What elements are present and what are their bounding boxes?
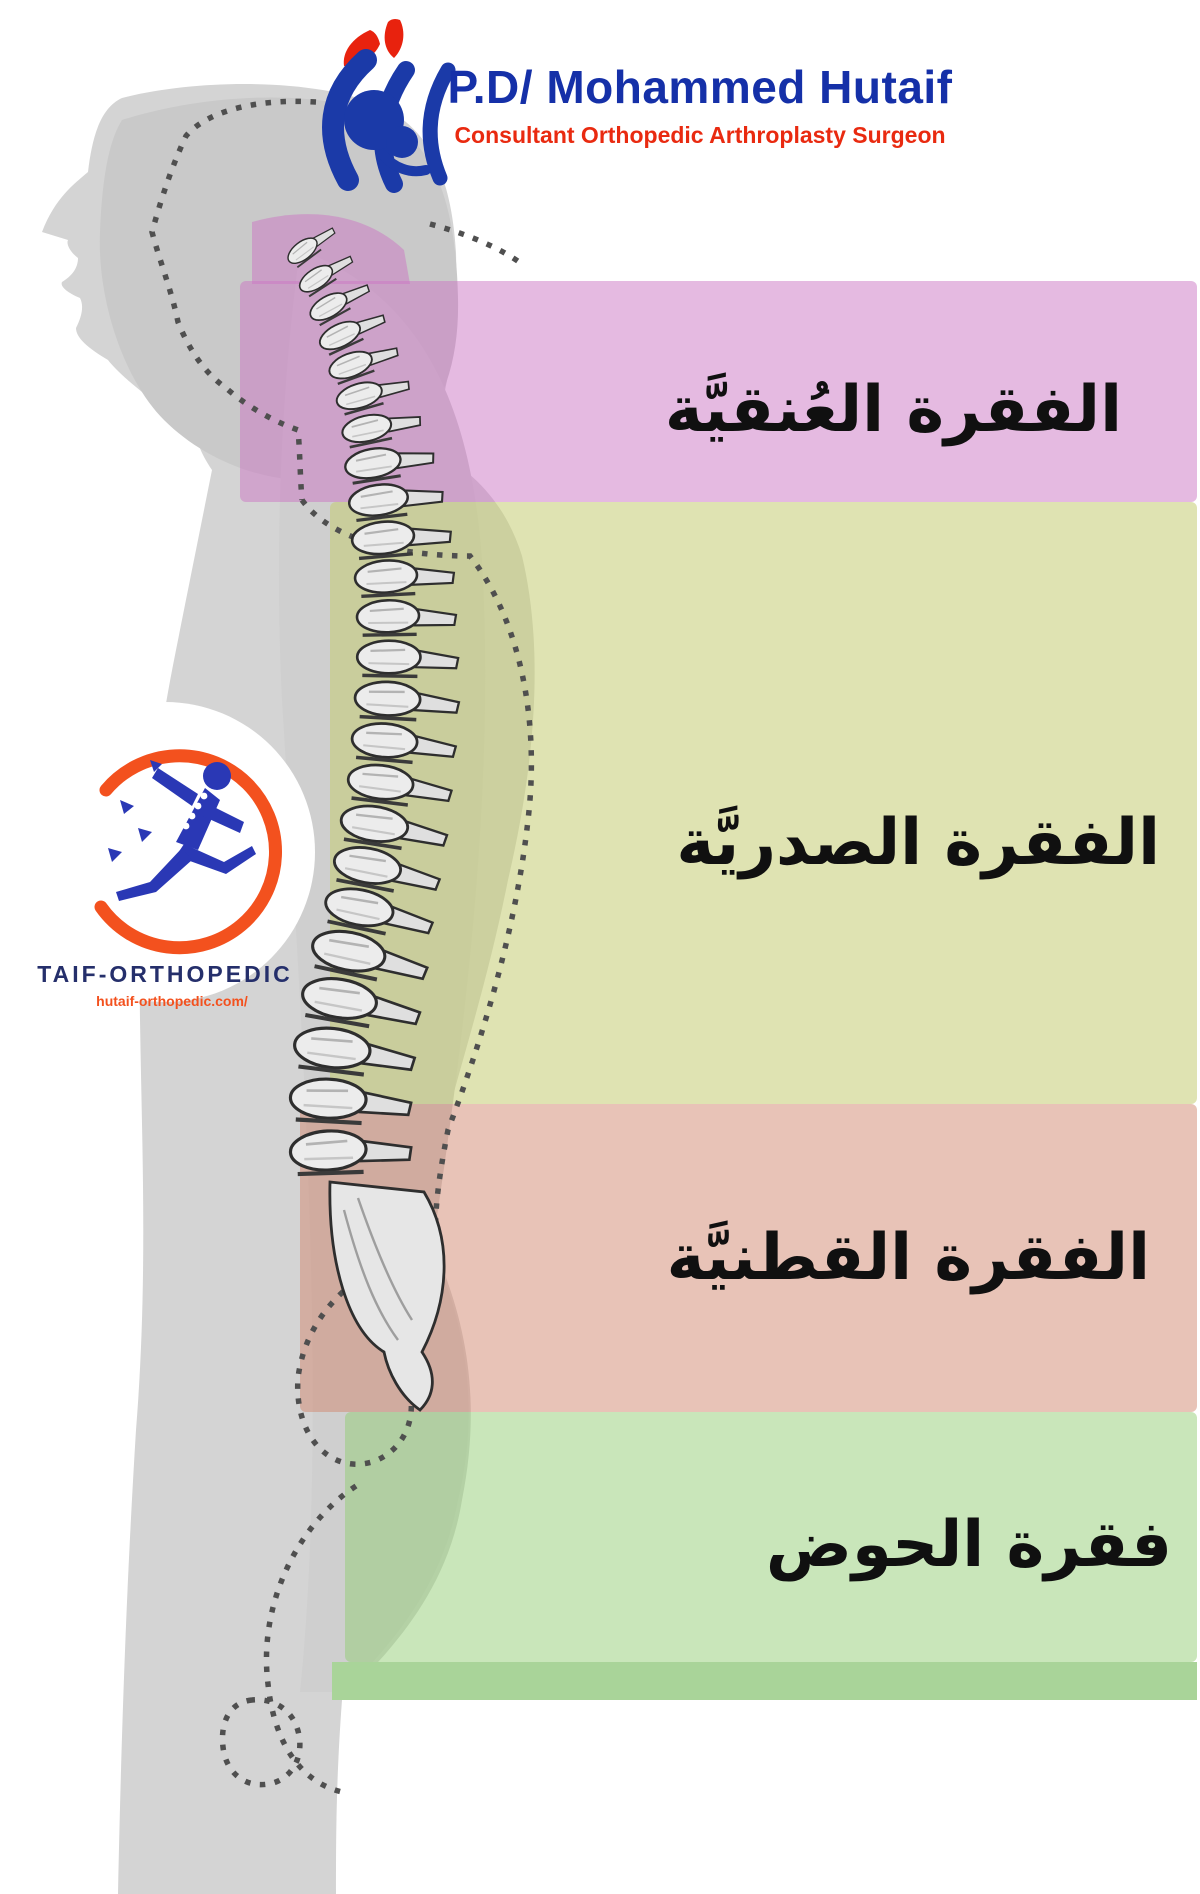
- badge-url: hutaif-orthopedic.com/: [96, 993, 248, 1009]
- buttock-dotted-curve: [263, 1483, 358, 1795]
- sacrum-coccyx: [328, 1180, 446, 1412]
- badge-name: TAIF-ORTHOPEDIC: [37, 961, 292, 987]
- page-subtitle: Consultant Orthopedic Arthroplasty Surge…: [454, 122, 946, 148]
- band-cervical-neck-wedge: [252, 214, 410, 284]
- label-lumbar: الفقرة القطنيَّة: [666, 1221, 1150, 1295]
- knee-joint-logo-icon: [322, 18, 456, 193]
- band-cervical: [240, 281, 1197, 502]
- header: P.D/ Mohammed Hutaif Consultant Orthoped…: [420, 60, 980, 149]
- badge-arc: [94, 749, 283, 955]
- brand-badge: TAIF-ORTHOPEDIC hutaif-orthopedic.com/: [15, 702, 315, 1009]
- runner-icon: [108, 760, 256, 901]
- label-pelvic: فقرة الحوض: [765, 1508, 1172, 1582]
- nape-dotted-line: [429, 221, 524, 267]
- dotted-outlines: [149, 98, 535, 1795]
- band-thoracic: [330, 502, 1197, 1104]
- label-thoracic: الفقرة الصدريَّة: [676, 806, 1160, 880]
- page-title: P.D/ Mohammed Hutaif: [447, 61, 953, 113]
- label-cervical: الفقرة العُنقيَّة: [664, 373, 1122, 447]
- band-pelvic-footer-strip: [332, 1662, 1197, 1700]
- region-bands: [240, 214, 1197, 1700]
- band-lumbar: [300, 1104, 1197, 1412]
- head-dotted-outline: [149, 98, 317, 501]
- band-pelvic: [345, 1412, 1197, 1662]
